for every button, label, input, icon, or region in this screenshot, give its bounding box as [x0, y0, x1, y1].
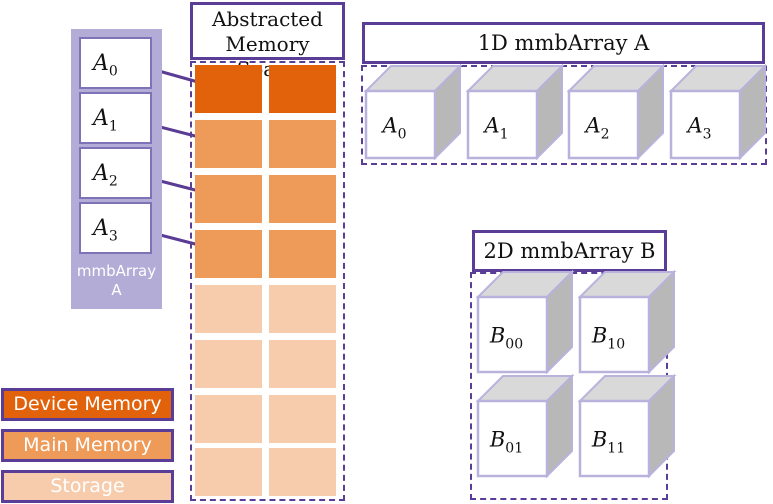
memory-cell-main: [195, 175, 262, 223]
slot-label: A3: [93, 216, 118, 245]
array-b-cube-01[interactable]: B01: [475, 373, 575, 479]
legend-main-label: Main Memory: [23, 434, 152, 456]
slot-label: A2: [93, 161, 118, 190]
memory-cell-storage: [195, 395, 262, 443]
memory-cell-storage: [195, 340, 262, 388]
memory-cell-main: [195, 120, 262, 168]
legend-device-label: Device Memory: [13, 393, 162, 415]
array-b-title: 2D mmbArray B: [483, 239, 656, 263]
legend-storage-label: Storage: [50, 475, 125, 497]
memory-cell-main: [269, 175, 336, 223]
memory-cell-main: [195, 230, 262, 278]
array-b-cube-11[interactable]: B11: [577, 373, 677, 479]
memory-space-grid: [190, 61, 345, 501]
memory-cell-main: [269, 230, 336, 278]
sidebar-slot-a1[interactable]: A1: [79, 92, 152, 144]
array-a-cube-2[interactable]: A2: [566, 63, 666, 161]
memory-cell-storage: [269, 285, 336, 333]
array-b-header: 2D mmbArray B: [472, 230, 667, 272]
mmbarray-a-sidebar: A0 A1 A2 A3 mmbArray A: [71, 29, 162, 309]
slot-label: A1: [93, 106, 118, 135]
array-a-header: 1D mmbArray A: [362, 22, 765, 64]
array-b-cube-00[interactable]: B00: [475, 269, 575, 375]
array-a-cube-3[interactable]: A3: [668, 63, 768, 161]
cube-label: B11: [591, 428, 625, 457]
sidebar-caption: mmbArray A: [76, 262, 157, 299]
array-a-cube-0[interactable]: A0: [363, 63, 463, 161]
cube-label: B00: [489, 324, 523, 353]
cube-label: A1: [482, 114, 508, 143]
array-a-cube-1[interactable]: A1: [465, 63, 565, 161]
sidebar-slot-a0[interactable]: A0: [79, 37, 152, 89]
memory-cell-storage: [269, 340, 336, 388]
cube-label: A0: [380, 114, 406, 143]
memory-cell-device: [195, 65, 262, 113]
memory-cell-storage: [269, 395, 336, 443]
memory-cell-main: [269, 120, 336, 168]
cube-label: A2: [583, 114, 609, 143]
memory-cell-storage: [195, 448, 262, 496]
cube-label: A3: [685, 114, 711, 143]
memory-cell-device: [269, 65, 336, 113]
array-a-title: 1D mmbArray A: [477, 31, 650, 55]
sidebar-slot-a2[interactable]: A2: [79, 147, 152, 199]
memory-cell-storage: [195, 285, 262, 333]
array-b-cube-10[interactable]: B10: [577, 269, 677, 375]
cube-label: B10: [591, 324, 625, 353]
legend-main-memory: Main Memory: [1, 429, 174, 462]
legend-storage: Storage: [1, 470, 174, 503]
memory-cell-storage: [269, 448, 336, 496]
slot-label: A0: [93, 51, 118, 80]
legend-device-memory: Device Memory: [1, 388, 174, 421]
sidebar-slot-a3[interactable]: A3: [79, 202, 152, 254]
cube-label: B01: [489, 428, 523, 457]
